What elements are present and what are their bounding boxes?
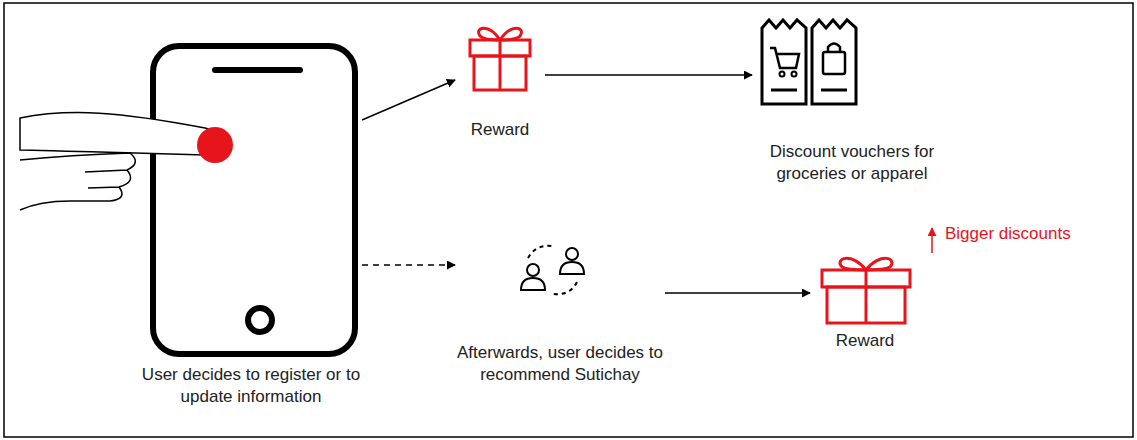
step-caption: Afterwards, user decides to recommend Su… [455, 342, 665, 386]
person-body [521, 278, 545, 290]
gift-icon [470, 28, 530, 90]
cart-wheel [780, 72, 785, 77]
hand-fingers [20, 153, 135, 210]
phone-step: User decides to register or to update in… [140, 40, 362, 412]
flow-arrow [545, 74, 752, 76]
phone-body [153, 46, 355, 354]
gift-bow [479, 28, 522, 40]
step-caption: Reward [455, 119, 545, 141]
flow-arrow [665, 292, 810, 294]
receipt-line [821, 89, 847, 92]
step-caption: User decides to register or to update in… [140, 364, 362, 408]
note-label: Bigger discounts [945, 223, 1071, 245]
person-head [566, 248, 578, 260]
recommend-step: Afterwards, user decides to recommend Su… [455, 240, 665, 390]
exchange-arc [553, 282, 577, 294]
increase-arrow [931, 228, 933, 253]
hand-finger [20, 113, 229, 156]
bag-symbol [823, 52, 845, 74]
gift-ribbon [865, 270, 868, 323]
receipt [762, 20, 806, 104]
receipt [812, 20, 856, 104]
gift-ribbon [499, 40, 502, 90]
person-head [527, 264, 539, 276]
people-icon [521, 246, 584, 295]
voucher-step: Discount vouchers for groceries or appar… [752, 15, 952, 189]
outer-frame [4, 3, 1133, 437]
reward-step: Reward [810, 250, 920, 356]
phone-button [248, 308, 272, 332]
step-caption: Discount vouchers for groceries or appar… [752, 141, 952, 185]
receipt-line [771, 89, 797, 92]
cart-symbol [770, 48, 799, 68]
bag-handle [828, 44, 840, 53]
exchange-arc [528, 246, 552, 258]
gift-icon [822, 258, 910, 323]
touch-dot [197, 127, 233, 163]
voucher-icons [762, 20, 856, 104]
flow-arrow [362, 264, 455, 266]
phone-speaker [215, 67, 300, 73]
flow-arrow [362, 80, 455, 120]
person-body [560, 262, 584, 274]
gift-bow [840, 258, 892, 270]
reward-step: Reward [455, 15, 545, 145]
step-caption: Reward [810, 330, 920, 352]
cart-wheel [792, 72, 797, 77]
